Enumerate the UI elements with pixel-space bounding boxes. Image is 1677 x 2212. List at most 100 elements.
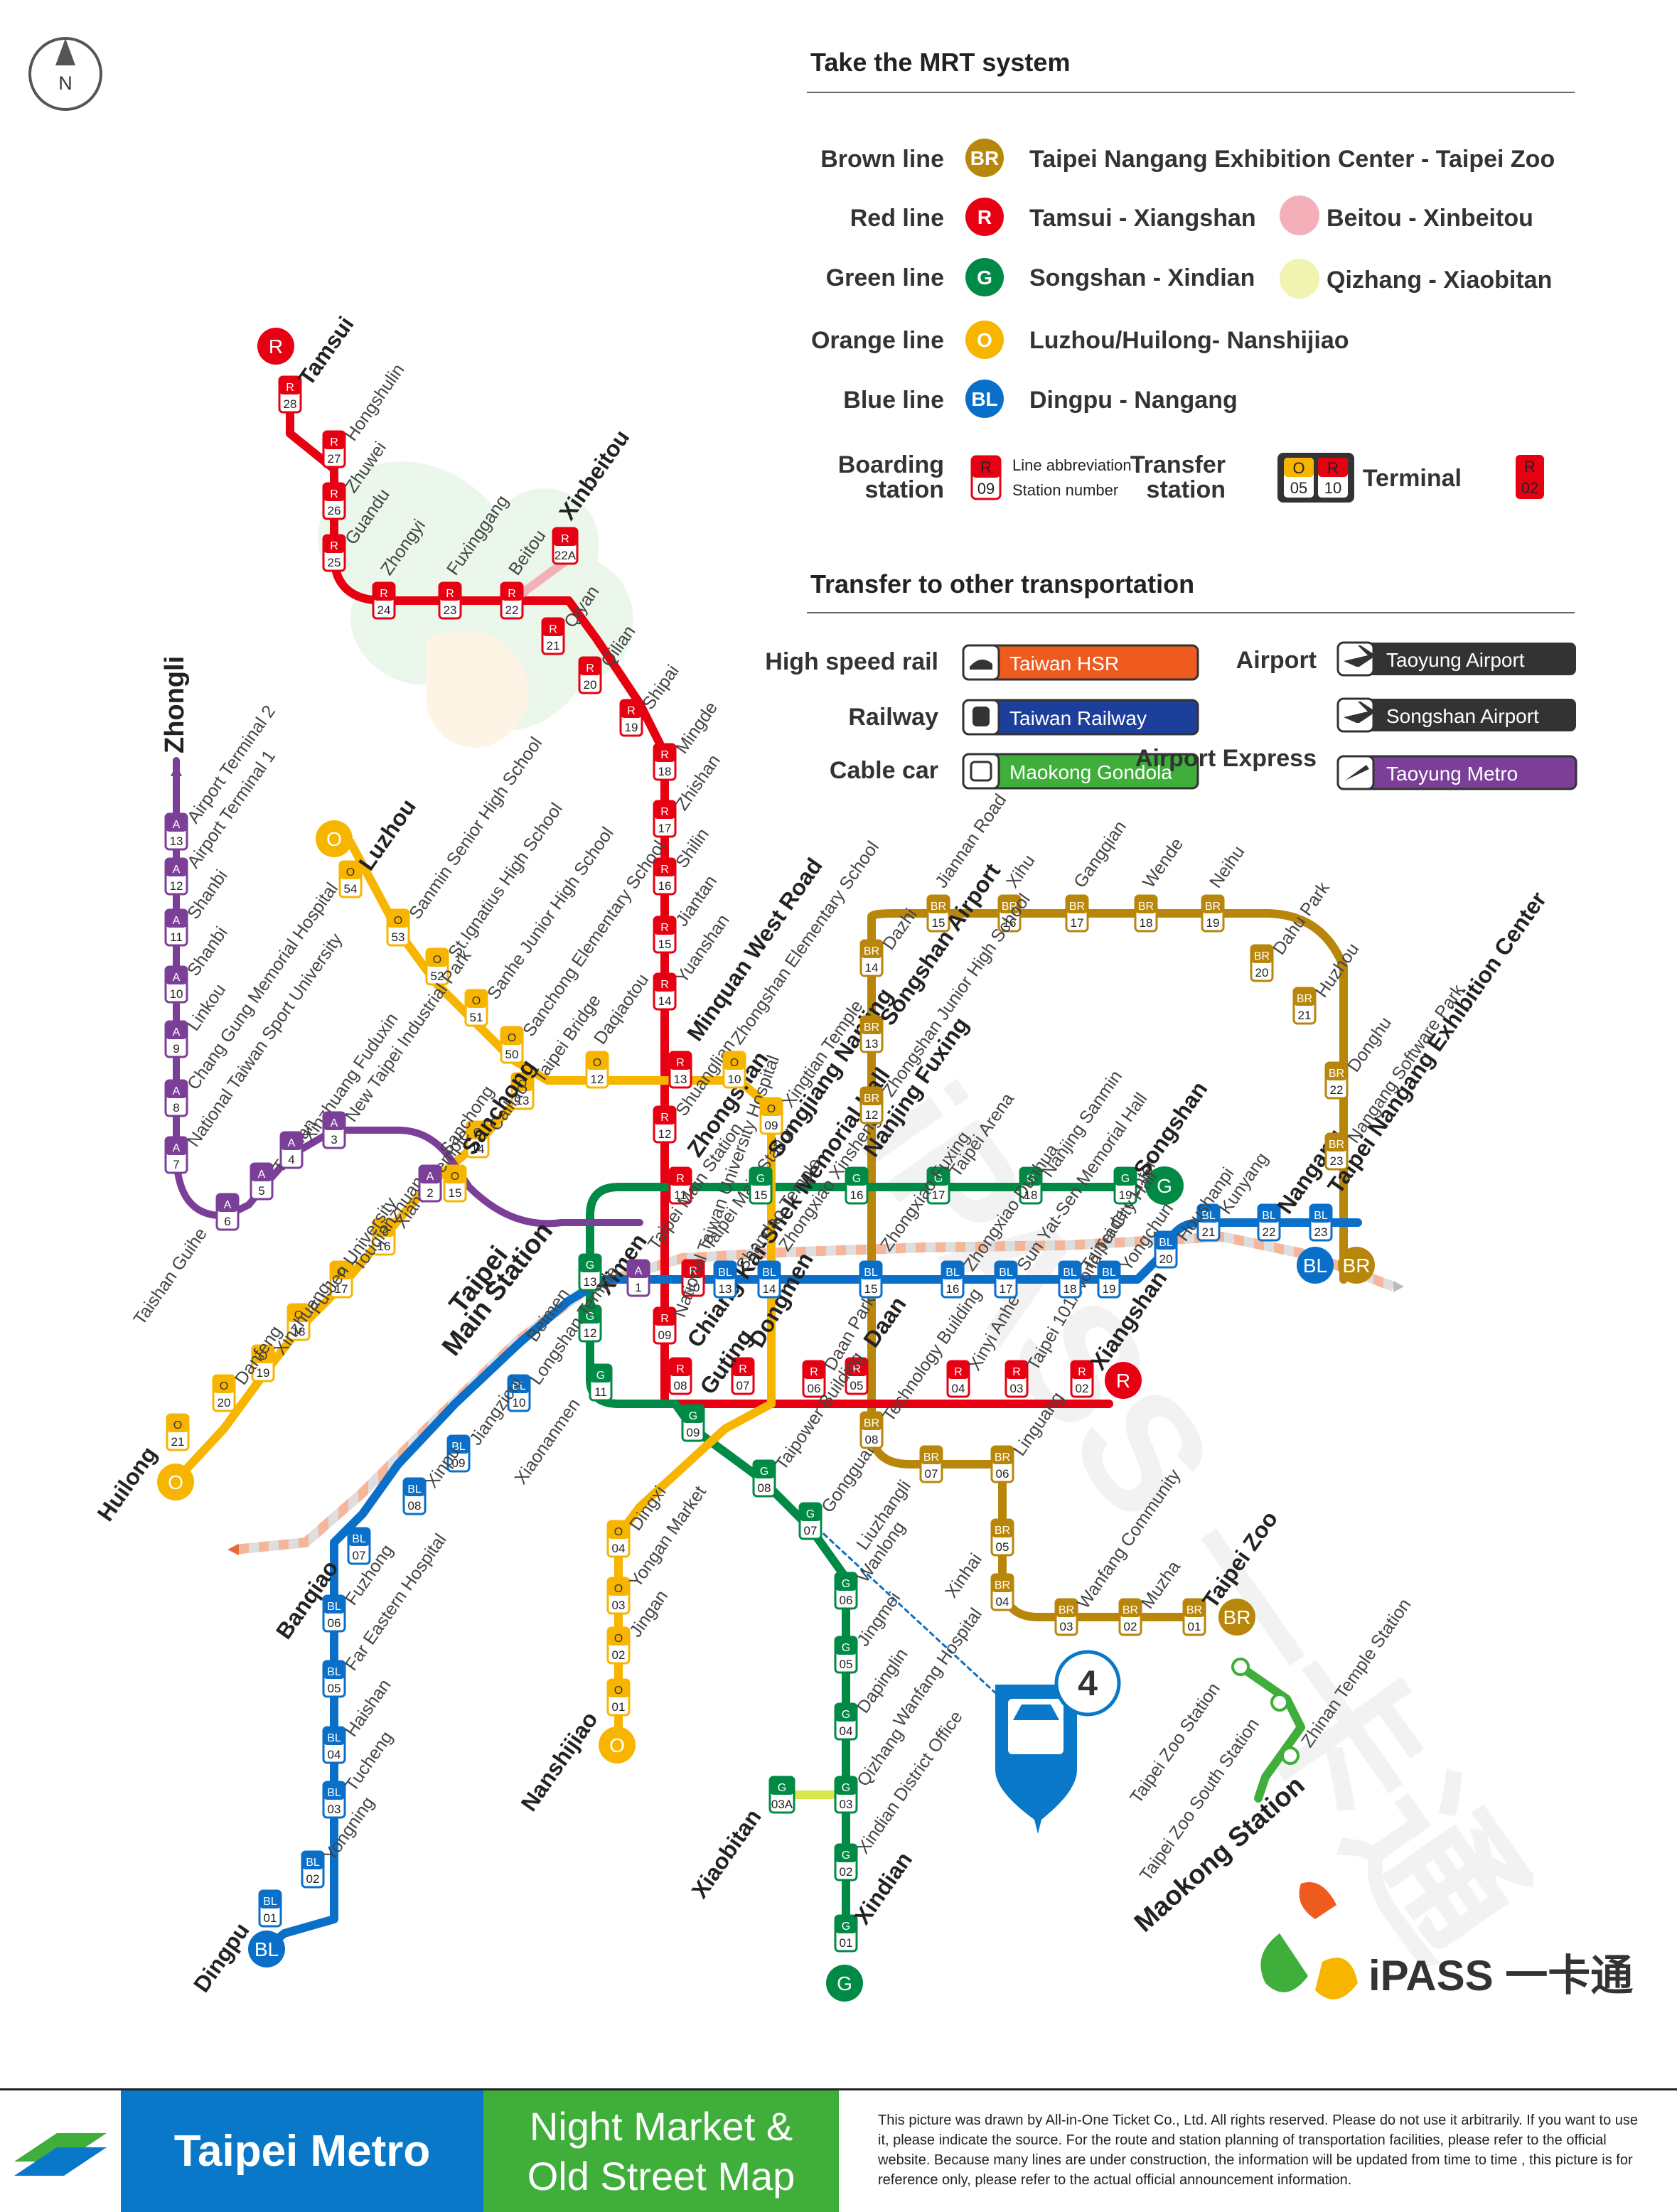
legend-title: Take the MRT system xyxy=(810,48,1070,77)
station-line-code: BL xyxy=(512,1380,526,1392)
station-number: 17 xyxy=(1071,916,1084,930)
station-line-code: R xyxy=(810,1366,818,1378)
station-number: 04 xyxy=(840,1724,853,1738)
station-name: Shipai xyxy=(638,661,683,713)
station-badge-top xyxy=(167,1414,188,1432)
svg-text:Line abbreviation: Line abbreviation xyxy=(1012,456,1132,474)
station-line-code: O xyxy=(380,1224,388,1236)
station-line-code: BR xyxy=(931,901,946,913)
station-badge-top xyxy=(387,910,409,928)
station-badge-top xyxy=(654,744,675,762)
station-number: 28 xyxy=(284,397,297,411)
station-badge-top xyxy=(323,1661,345,1679)
station-line-code: BL xyxy=(407,1483,422,1496)
station-number: 01 xyxy=(840,1936,853,1950)
station-number: 05 xyxy=(996,1540,1009,1554)
station-line-code: BL xyxy=(263,1896,277,1908)
station-badge-top xyxy=(501,1027,523,1045)
north-label: N xyxy=(58,73,73,94)
station-badge-top xyxy=(1059,1262,1081,1279)
station-number: 10 xyxy=(170,987,183,1001)
station-badge-top xyxy=(166,967,187,984)
station-number: 19 xyxy=(257,1366,270,1380)
svg-text:High speed rail: High speed rail xyxy=(765,648,938,675)
station-number: 08 xyxy=(408,1499,422,1513)
station-badge-top xyxy=(512,1073,533,1091)
station-line-code: A xyxy=(331,1117,338,1129)
station-number: 20 xyxy=(1255,966,1269,979)
station-number: 06 xyxy=(996,1467,1009,1481)
legend-airport-express: Airport Express Taoyung Metro xyxy=(1135,745,1577,790)
station-badge-top xyxy=(586,1052,608,1070)
station-badge-top xyxy=(579,1255,601,1272)
svg-text:Railway: Railway xyxy=(848,704,938,731)
station-name: Xiaobitan xyxy=(687,1804,766,1903)
station-number: 12 xyxy=(170,879,183,893)
station-name: Jingmei xyxy=(853,1589,904,1650)
station-line-code: R xyxy=(627,705,636,717)
station-badge-top xyxy=(654,974,675,992)
station-line-code: O xyxy=(730,1057,739,1069)
station-badge-top xyxy=(670,1358,691,1376)
station-number: 06 xyxy=(328,1616,341,1630)
svg-text:Beitou - Xinbeitou: Beitou - Xinbeitou xyxy=(1327,205,1533,232)
station-badge-top xyxy=(579,657,601,675)
svg-text:Songshan Airport: Songshan Airport xyxy=(1386,705,1539,727)
svg-text:10: 10 xyxy=(1324,479,1341,497)
station-line-code: G xyxy=(806,1508,815,1520)
station-number: 08 xyxy=(758,1481,771,1495)
night-market-pin: 4 xyxy=(995,1650,1121,1834)
station-line-code: R xyxy=(586,662,594,675)
svg-text:G: G xyxy=(1157,1175,1172,1197)
station-line-code: G xyxy=(934,1173,943,1185)
station-number: 21 xyxy=(547,639,560,653)
station-badge-top xyxy=(682,1405,704,1423)
svg-text:Transfer: Transfer xyxy=(1130,451,1226,478)
station-line-code: R xyxy=(330,436,338,449)
footer: Taipei Metro Night Market & Old Street M… xyxy=(0,2088,1677,2212)
station-number: 05 xyxy=(328,1682,341,1695)
station-number: 15 xyxy=(658,938,672,951)
station-badge-top xyxy=(948,1361,969,1379)
footer-night-line-1: Night Market & xyxy=(529,2103,793,2149)
legend-line-brown: Brown line BR Taipei Nangang Exhibition … xyxy=(820,139,1555,177)
station-line-code: R xyxy=(660,806,669,818)
station-badge-top xyxy=(1184,1599,1205,1617)
station-number: 53 xyxy=(392,930,405,944)
station-badge-top xyxy=(992,1446,1013,1464)
svg-text:05: 05 xyxy=(1290,479,1307,497)
airport-express-label: Airport Express xyxy=(1135,745,1317,772)
station-line-code: R xyxy=(446,588,454,600)
airplane-icon xyxy=(1344,702,1373,723)
station-line-code: BL xyxy=(327,1601,341,1613)
svg-text:02: 02 xyxy=(1521,479,1538,497)
station-line-code: O xyxy=(518,1078,527,1090)
station-line-code: BL xyxy=(864,1267,878,1279)
station-number: 08 xyxy=(674,1379,687,1392)
station-line-code: BL xyxy=(718,1267,732,1279)
zhongli-marker: Zhongli xyxy=(160,656,190,776)
station-number: 01 xyxy=(612,1700,626,1714)
station-line-code: G xyxy=(596,1370,605,1382)
station-line-code: BL xyxy=(327,1666,341,1678)
station-badge-top xyxy=(166,814,187,832)
station-line-code: O xyxy=(346,866,355,879)
station-line-code: O xyxy=(433,954,441,966)
station-line-code: BR xyxy=(1059,1604,1074,1616)
station-badge-top xyxy=(628,1260,649,1278)
station-line-code: R xyxy=(660,749,669,761)
station-number: 08 xyxy=(865,1433,879,1446)
station-line-code: R xyxy=(739,1363,747,1375)
station-line-code: BL xyxy=(945,1267,960,1279)
station-number: 05 xyxy=(850,1379,864,1392)
station-number: 06 xyxy=(840,1594,853,1607)
station-number: 14 xyxy=(763,1282,776,1296)
